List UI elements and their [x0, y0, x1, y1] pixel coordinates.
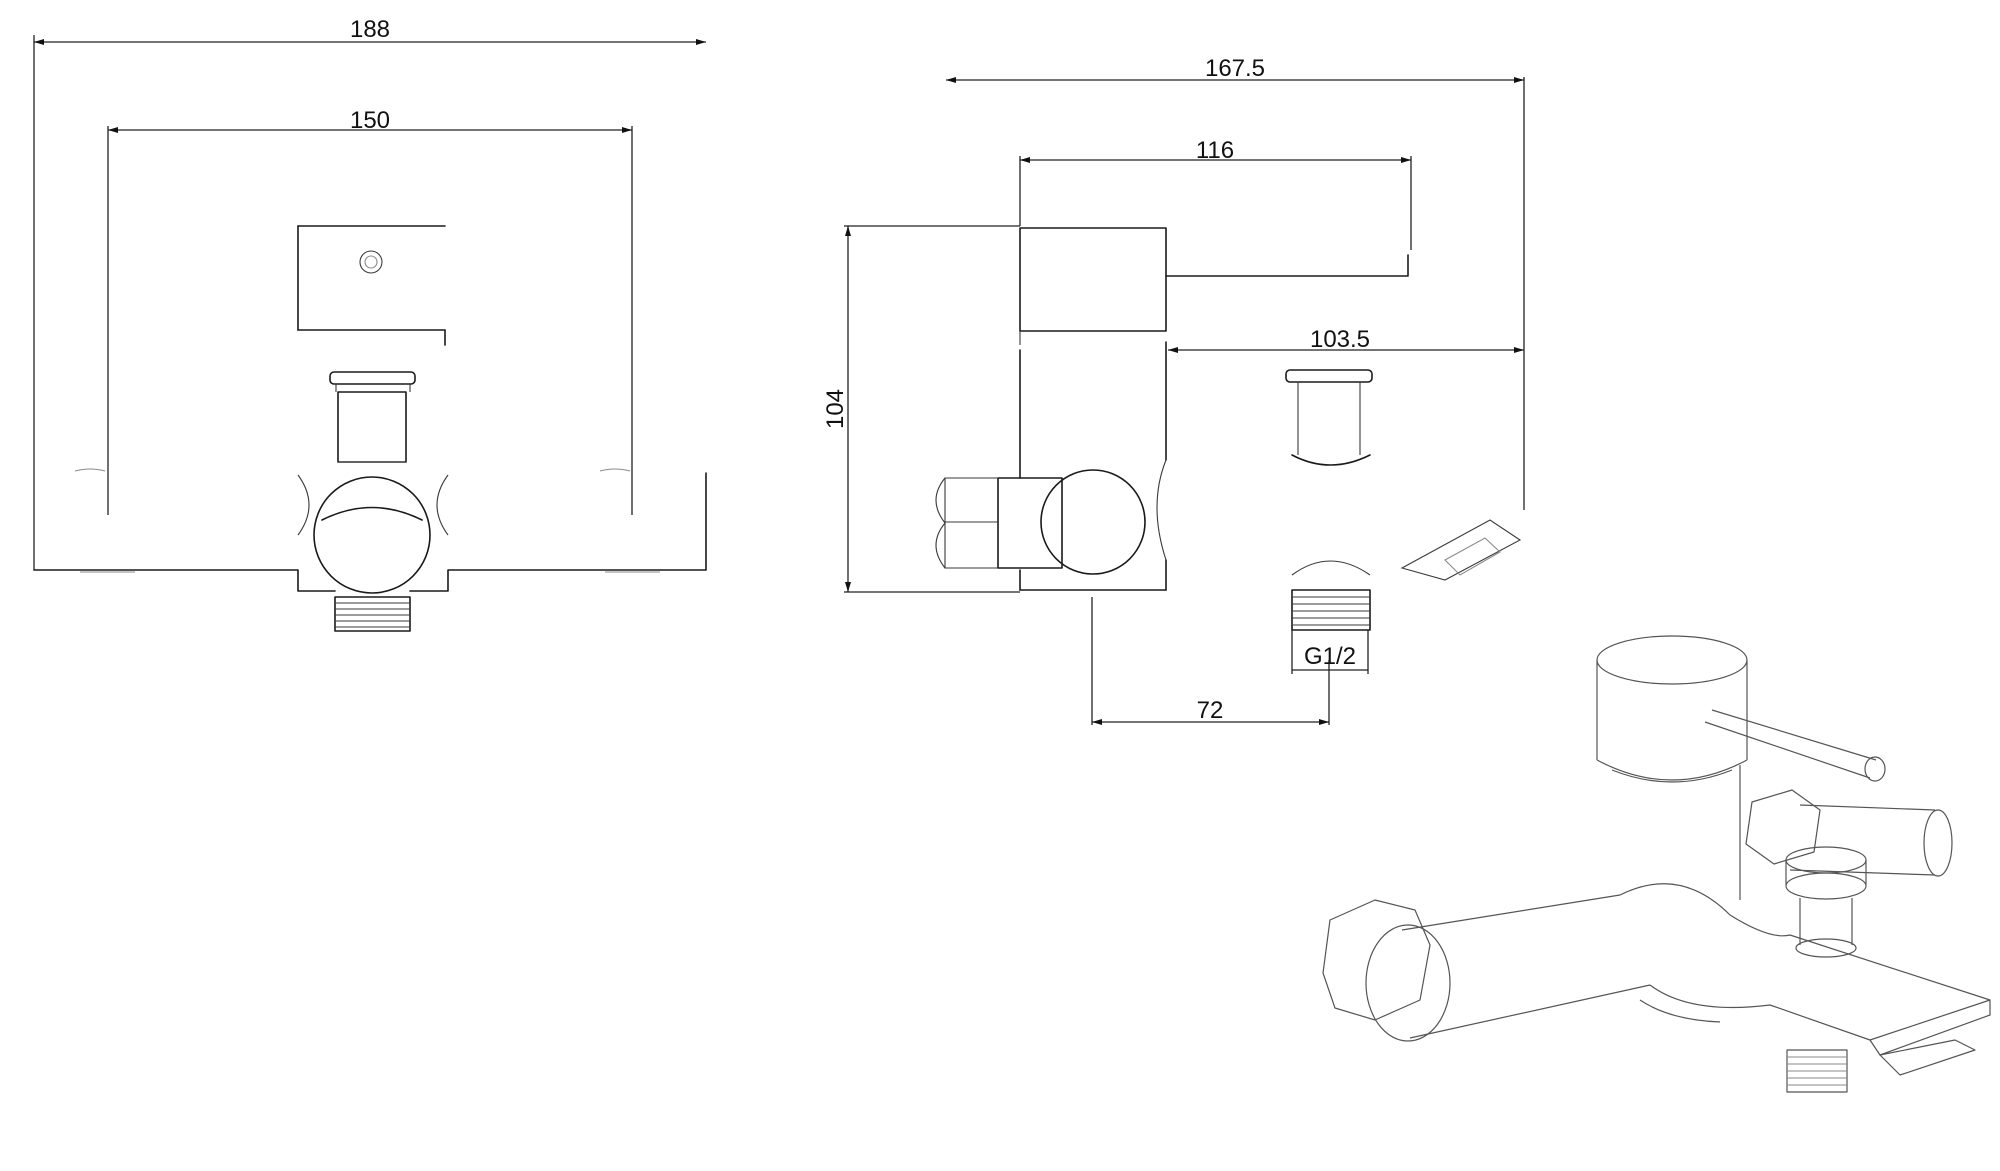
dim-side-outlet-thread: G1/2 [1291, 630, 1369, 674]
front-threaded-outlet [334, 596, 411, 632]
front-view: 188 150 [33, 16, 707, 632]
front-body-outline [33, 225, 707, 632]
dim-front-center-distance: 150 [107, 107, 633, 515]
dim-side-spout-reach: 103.5 [1168, 326, 1524, 353]
label-150: 150 [350, 107, 390, 134]
label-188: 188 [350, 16, 390, 43]
label-116: 116 [1196, 137, 1234, 164]
label-g1-2: G1/2 [1304, 643, 1356, 670]
isometric-view [1322, 635, 1991, 1093]
dim-side-height: 104 [822, 225, 1020, 593]
dim-side-outlet-offset: 72 [1091, 597, 1330, 725]
label-167-5: 167.5 [1205, 55, 1265, 82]
dim-front-overall-width: 188 [33, 16, 706, 570]
side-body-outline [935, 227, 1522, 631]
label-104: 104 [822, 389, 849, 429]
side-spout-tip [1400, 519, 1522, 581]
side-threaded-outlet [1291, 589, 1371, 631]
label-72: 72 [1197, 697, 1224, 724]
front-body-sphere [313, 476, 431, 594]
side-view: 167.5 116 104 103.5 [822, 55, 1525, 725]
dim-side-lever-length: 116 [1019, 137, 1412, 250]
set-screw-icon [359, 250, 383, 274]
dim-side-total-depth: 167.5 [946, 55, 1525, 510]
label-103-5: 103.5 [1310, 326, 1370, 353]
side-body-cylinder [1040, 469, 1146, 575]
